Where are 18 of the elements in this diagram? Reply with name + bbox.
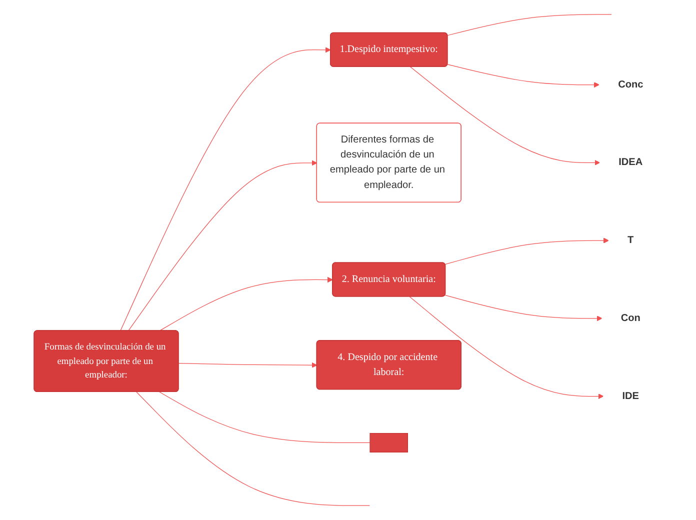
arrow <box>128 160 318 332</box>
arrow <box>178 362 318 368</box>
arrow <box>159 277 333 332</box>
arrow <box>447 64 600 88</box>
node-text: IDE <box>622 390 639 402</box>
node-text: Con <box>620 312 640 324</box>
connector <box>159 392 370 444</box>
node-text: T <box>628 234 634 246</box>
node-box <box>370 433 408 452</box>
arrow <box>120 47 331 332</box>
connector <box>447 14 612 36</box>
arrow <box>444 238 609 265</box>
arrow <box>410 66 600 166</box>
node-text: IDEA <box>618 157 643 168</box>
node-text: Conc <box>618 79 644 90</box>
arrow <box>409 296 604 400</box>
connector <box>136 392 370 506</box>
arrow <box>444 294 602 322</box>
